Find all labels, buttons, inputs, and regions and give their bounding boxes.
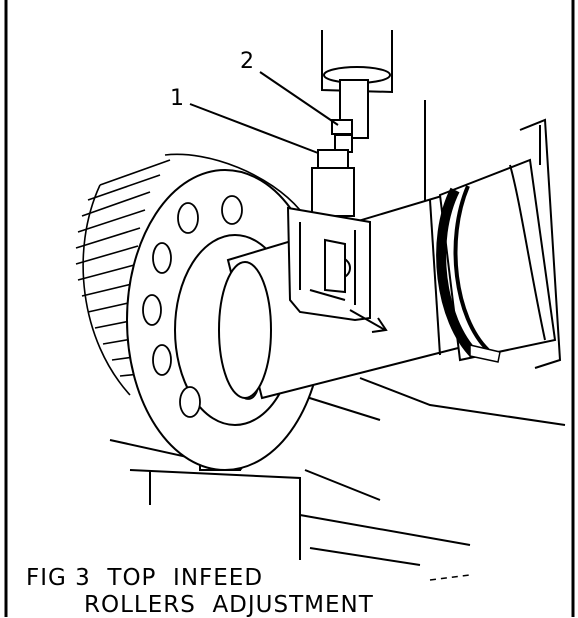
figure-frame — [4, 0, 575, 617]
figure-caption-line-1: FIG 3 TOP INFEED — [26, 565, 264, 591]
clevis-bracket — [286, 206, 371, 322]
callout-leaders — [189, 71, 339, 154]
rotation-arrow — [349, 309, 388, 333]
machine-base — [109, 100, 566, 566]
lower-outline — [429, 574, 471, 581]
adjusting-screw — [311, 30, 393, 217]
callout-label-2: 2 — [240, 49, 254, 74]
drive-coupling — [436, 118, 562, 369]
figure-caption-line-2: ROLLERS ADJUSTMENT — [84, 592, 374, 618]
callout-label-1: 1 — [170, 86, 184, 111]
